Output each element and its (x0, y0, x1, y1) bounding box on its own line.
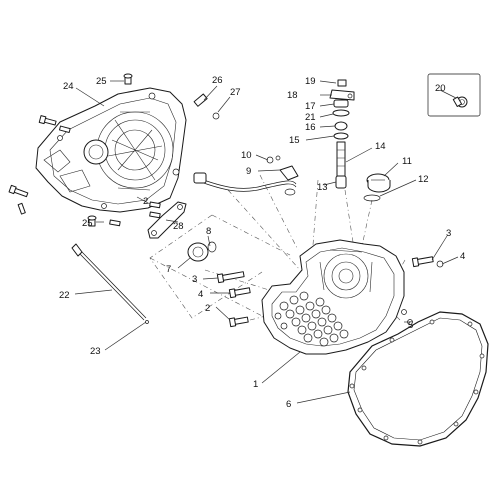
cover-gasket (347, 311, 489, 447)
callout-19: 19 (305, 76, 316, 87)
dipstick (71, 243, 149, 324)
callout-28: 28 (173, 221, 184, 232)
callout-numbers: 1 2 2 3 3 4 4 5 6 7 8 9 10 11 12 13 14 1… (59, 75, 465, 410)
leader-lines (74, 80, 459, 404)
callout-22: 22 (59, 290, 70, 301)
filler-cap (363, 173, 391, 202)
mounting-bolts (216, 256, 444, 328)
callout-24: 24 (63, 81, 74, 92)
callout-1: 1 (253, 379, 258, 390)
callout-27: 27 (230, 87, 241, 98)
callout-4: 4 (198, 289, 203, 300)
callout-15: 15 (289, 135, 300, 146)
outer-clutch-cover (35, 87, 187, 213)
callout-14: 14 (375, 141, 386, 152)
callout-8: 8 (206, 226, 211, 237)
callout-9: 9 (246, 166, 251, 177)
callout-11: 11 (402, 156, 412, 167)
shaft-assembly (329, 79, 355, 189)
sensor-cable (193, 155, 299, 196)
detail-box (427, 73, 481, 117)
callout-7: 7 (166, 264, 171, 275)
callout-26: 26 (212, 75, 223, 86)
callout-10: 10 (241, 150, 252, 161)
callout-21: 21 (305, 112, 316, 123)
callout-3: 3 (192, 274, 197, 285)
callout-17: 17 (305, 101, 316, 112)
callout-23: 23 (90, 346, 101, 357)
sight-glass (187, 241, 217, 262)
callout-25: 25 (96, 76, 107, 87)
callout-3: 3 (446, 228, 451, 239)
callout-18: 18 (287, 90, 298, 101)
callout-6: 6 (286, 399, 291, 410)
callout-13: 13 (317, 182, 328, 193)
callout-20: 20 (435, 83, 446, 94)
callout-12: 12 (418, 174, 429, 185)
callout-16: 16 (305, 122, 316, 133)
callout-5: 5 (408, 320, 413, 331)
callout-2: 2 (143, 196, 148, 207)
honeycomb-ribs (274, 291, 349, 347)
callout-2: 2 (205, 303, 210, 314)
callout-4: 4 (460, 251, 465, 262)
cover-screws (8, 73, 220, 227)
callout-25: 25 (82, 218, 93, 229)
